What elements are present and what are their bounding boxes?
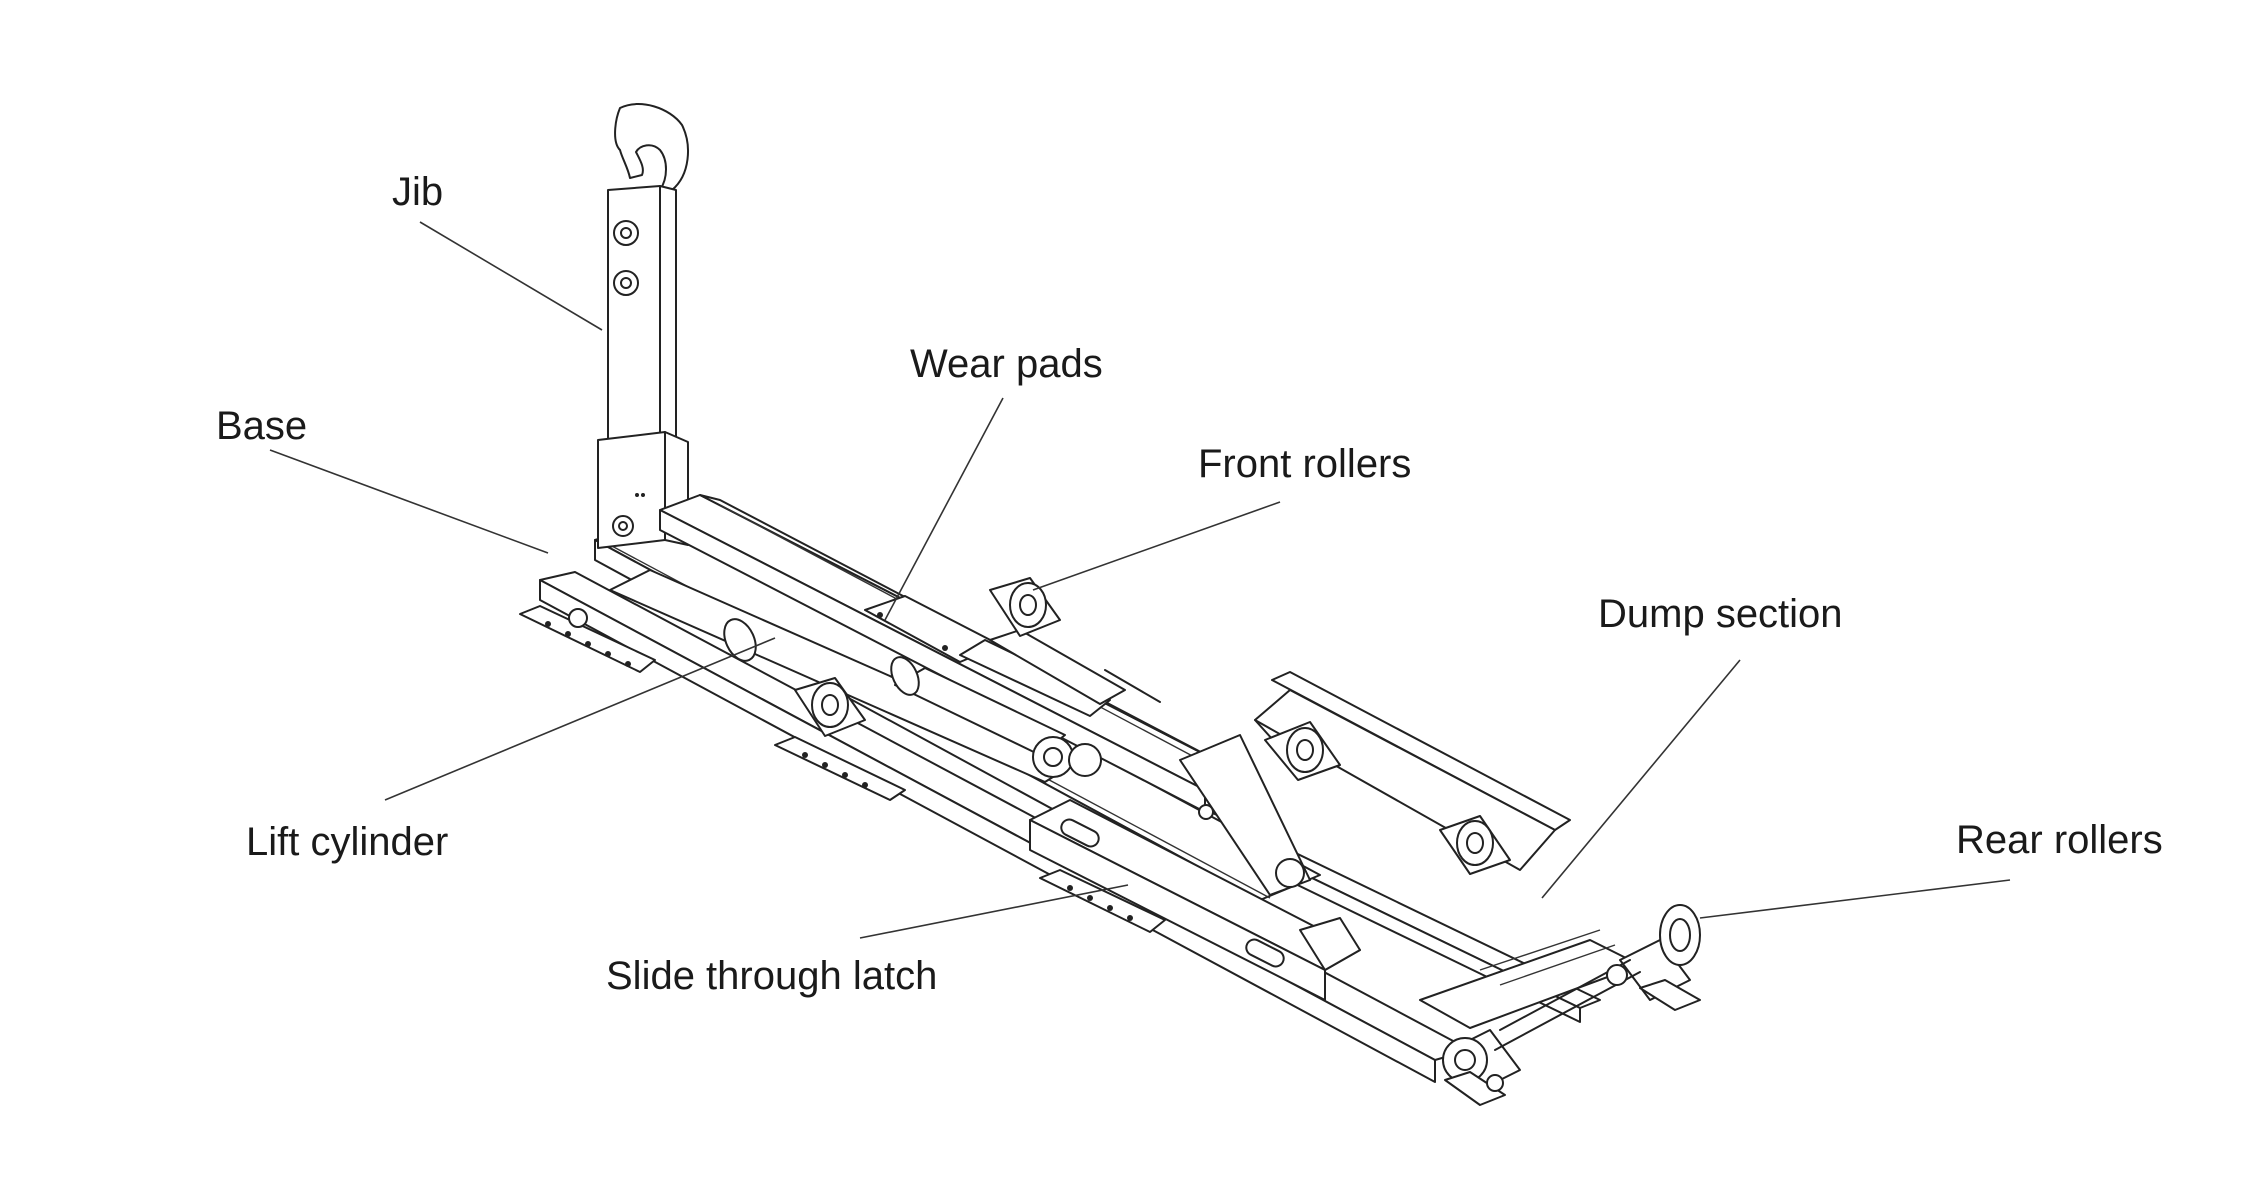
label-lift-cylinder: Lift cylinder	[246, 820, 449, 864]
label-front-rollers: Front rollers	[1198, 442, 1412, 486]
jib-drawing	[597, 103, 689, 549]
label-rear-rollers: Rear rollers	[1956, 818, 2163, 862]
dump-section	[1179, 671, 1571, 896]
rear-rollers	[1442, 904, 1701, 1106]
lift-cylinders	[609, 569, 1161, 783]
mounting-plates	[519, 605, 1166, 933]
slide-latch	[1029, 799, 1361, 1001]
label-jib: Jib	[392, 170, 444, 214]
front-rollers	[794, 577, 1061, 737]
label-wear-pads: Wear pads	[910, 342, 1103, 386]
label-dump-section: Dump section	[1598, 592, 1843, 636]
label-slide-through-latch: Slide through latch	[606, 954, 938, 998]
leader-lines	[269, 221, 2011, 939]
label-base: Base	[216, 404, 308, 448]
